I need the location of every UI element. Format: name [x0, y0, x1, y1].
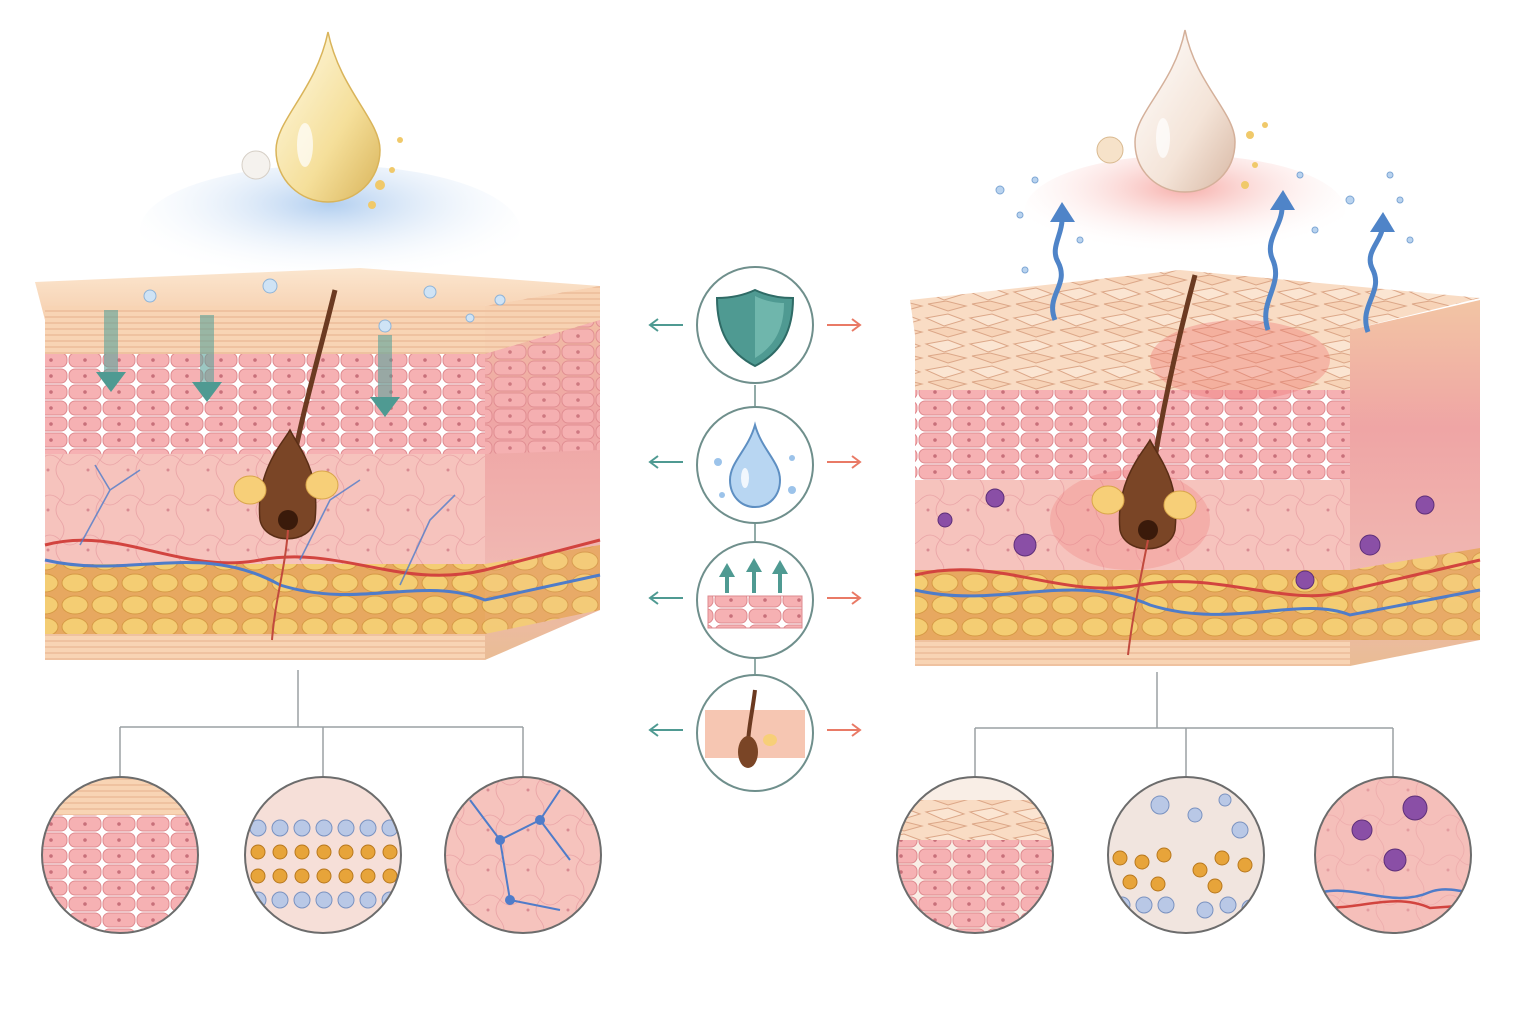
blood-vessel-red	[44, 538, 601, 577]
shield-icon	[715, 288, 795, 368]
redness-patch	[1150, 320, 1330, 400]
capillary-network	[79, 464, 456, 586]
hair-follicle-icon	[705, 689, 805, 768]
subcutaneous-fat-layer	[45, 564, 485, 634]
stratum-corneum-layer	[45, 306, 485, 354]
water-droplets	[143, 278, 506, 333]
arrow-left-icon	[648, 318, 683, 737]
blue-glow	[140, 165, 520, 295]
skin-layer-arrows-icon	[707, 558, 803, 629]
block-base-strip	[45, 634, 485, 660]
absorption-arrows	[96, 310, 400, 417]
inflamed-dermis-detail	[1314, 776, 1472, 934]
stratum-corneum-detail	[41, 776, 199, 934]
arrow-right-icon	[827, 318, 862, 737]
red-glow	[1025, 155, 1345, 265]
water-drop-icon	[714, 421, 796, 509]
moisture-loss-arrows	[1050, 207, 1385, 333]
epidermis-cell-layer	[45, 354, 485, 454]
healthy-connector-lines	[119, 670, 524, 777]
hair-follicle	[233, 289, 339, 641]
damaged-vessel-blue	[914, 588, 1481, 617]
serum-drop-icon-damaged	[1096, 29, 1268, 193]
comparison-icon-column	[648, 266, 862, 792]
dermis-network-detail	[444, 776, 602, 934]
flaking-stratum-corneum	[915, 330, 1350, 390]
damaged-connector-lines	[974, 672, 1394, 777]
inflammation-cells	[937, 488, 1435, 590]
hair-follicle-damaged	[1091, 274, 1198, 656]
flaking-corneum-detail	[896, 776, 1054, 934]
lipid-bilayer-intact-detail	[244, 776, 402, 934]
healthy-skin-panel	[35, 31, 602, 934]
damaged-epidermis-layer	[915, 390, 1350, 480]
serum-drop-icon	[241, 31, 403, 209]
evaporating-droplets	[995, 171, 1414, 274]
damaged-skin-panel	[896, 29, 1481, 934]
lipid-bilayer-disrupted-detail	[1107, 776, 1265, 934]
